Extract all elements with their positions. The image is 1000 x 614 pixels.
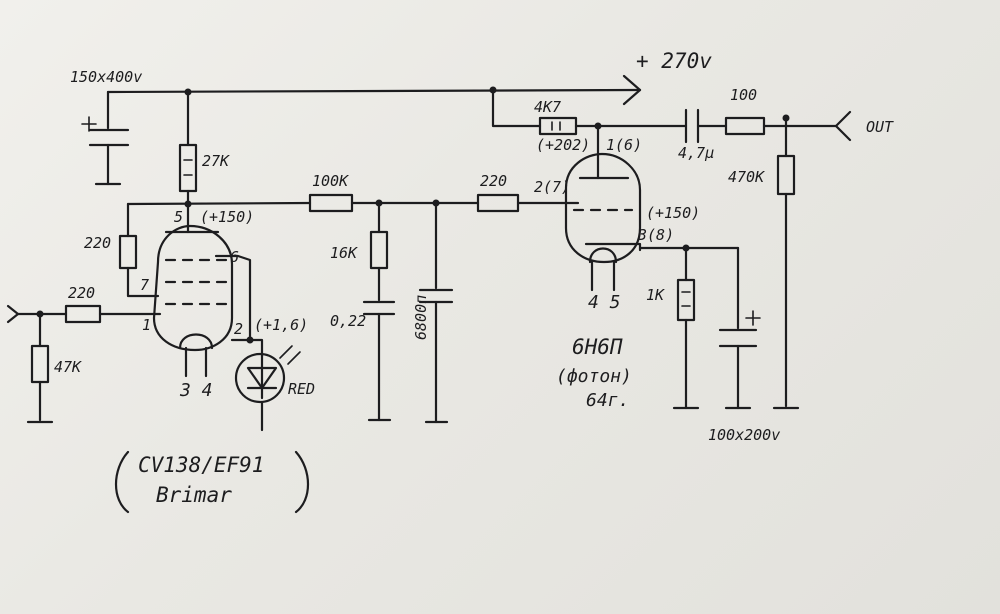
interstage-wiring <box>118 193 564 298</box>
label-tube2-line3: 64г. <box>586 390 629 411</box>
label-c-6800: 6800п <box>412 295 430 340</box>
resistor-4k7 <box>538 116 688 136</box>
led-red <box>234 338 301 432</box>
label-r-220-g2: 220 <box>84 234 111 252</box>
label-tube1-line2: Brimar <box>156 483 232 507</box>
label-r-47k: 47K <box>54 358 82 376</box>
shunt-16k-022 <box>362 201 396 422</box>
label-pin-1: 1 <box>142 316 151 334</box>
label-pin-5: 5 <box>174 208 183 226</box>
label-r-100: 100 <box>730 86 757 104</box>
junction-dots <box>36 86 790 344</box>
input-network <box>6 304 162 424</box>
label-supply-voltage: + 270v <box>636 49 712 73</box>
resistor-27k <box>178 90 198 206</box>
label-r-470k: 470K <box>728 168 765 186</box>
label-v-cathode2: (+150) <box>646 204 700 222</box>
label-pin-7: 7 <box>140 276 149 294</box>
bracket-left-1 <box>115 450 130 514</box>
supply-rail <box>106 74 642 128</box>
cathode-network-2 <box>638 246 761 410</box>
label-led: RED <box>288 380 315 398</box>
label-v-anode2: (+202) <box>536 136 590 154</box>
label-v-cathode1: (+1,6) <box>254 316 308 334</box>
label-main-cap: 150x400v <box>70 68 142 86</box>
label-tube2-line1: 6Н6П <box>572 335 623 359</box>
label-r-27k: 27K <box>202 152 230 170</box>
output-network <box>684 108 852 410</box>
label-pins-45: 4 5 <box>588 292 621 313</box>
label-pins-34: 3 4 <box>179 380 213 401</box>
label-r-1k: 1K <box>646 286 665 304</box>
filter-capacitor <box>81 90 130 186</box>
bracket-right-1 <box>294 450 309 514</box>
tube-ef91 <box>152 202 252 378</box>
label-r-4k7: 4K7 <box>534 98 561 116</box>
label-r-100k: 100K <box>312 172 349 190</box>
label-pin2-anode: 1(6) <box>606 136 642 154</box>
capacitor-6800p <box>418 201 454 424</box>
label-pin2-cathode: 3(8) <box>637 226 674 244</box>
label-c-out: 4,7µ <box>678 144 714 162</box>
label-r-220-in: 220 <box>68 284 95 302</box>
label-pin-2: 2 <box>234 320 243 338</box>
label-v-anode1: (+150) <box>200 208 254 226</box>
label-pin-6: 6 <box>230 248 239 266</box>
label-output: OUT <box>866 118 894 136</box>
label-tube2-line2: (фотон) <box>556 366 632 387</box>
label-r-220-grid: 220 <box>480 172 507 190</box>
label-pin2-grid: 2(7) <box>534 178 570 196</box>
label-c-022: 0,22 <box>330 312 366 330</box>
label-tube1-line1: CV138/EF91 <box>138 453 264 477</box>
label-r-16k: 16K <box>330 244 358 262</box>
label-cathode-cap: 100x200v <box>708 426 780 444</box>
